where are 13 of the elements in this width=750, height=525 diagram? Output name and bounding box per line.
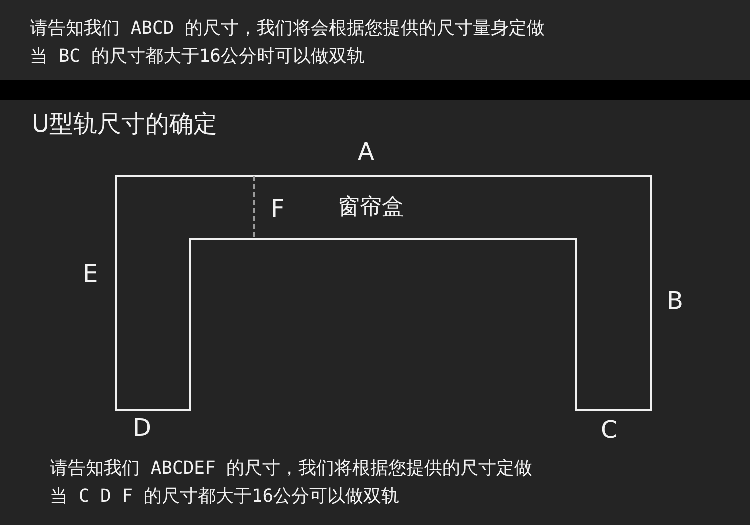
dimension-label: C	[601, 416, 618, 445]
box-label: 窗帘盒	[338, 195, 404, 222]
dimension-label: F	[271, 195, 285, 224]
instruction-text: 当 BC 的尺寸都大于16公分时可以做双轨	[30, 46, 366, 68]
diagram-title: U型轨尺寸的确定	[32, 110, 218, 139]
instruction-text: 当 C D F 的尺寸都大于16公分可以做双轨	[50, 486, 400, 508]
u-shaped-curtain-box	[115, 175, 652, 411]
dimension-label: D	[133, 414, 152, 443]
dimension-label: A	[358, 138, 374, 167]
dimension-label: E	[83, 260, 98, 289]
dimension-label: B	[667, 287, 684, 316]
instruction-text: 请告知我们 ABCD 的尺寸，我们将会根据您提供的尺寸量身定做	[30, 18, 546, 40]
instruction-text: 请告知我们 ABCDEF 的尺寸，我们将根据您提供的尺寸定做	[50, 458, 533, 480]
